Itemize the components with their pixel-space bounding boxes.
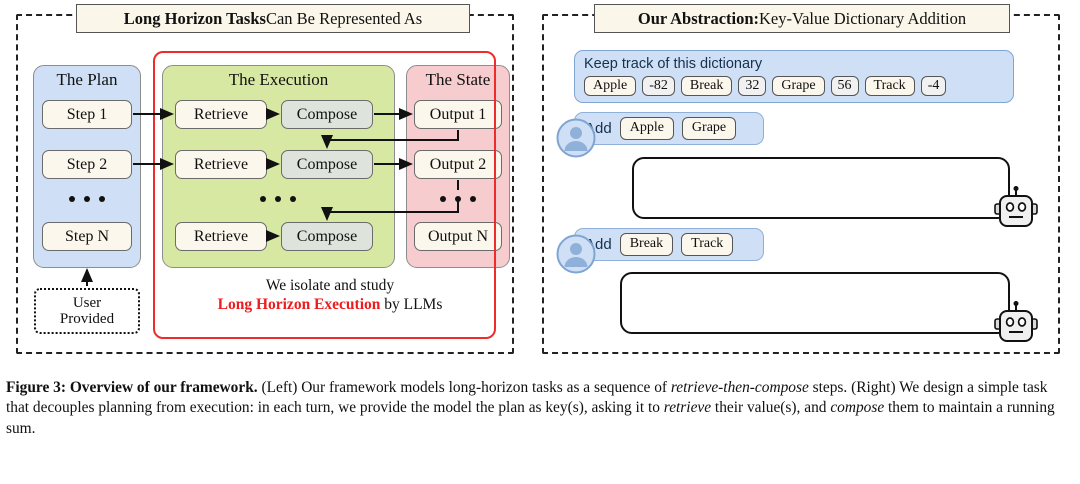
execution-compose-2: Compose [281, 150, 373, 179]
turn-2-bot-bubble [620, 272, 1010, 334]
turn-1-user-bubble: Add Apple Grape [574, 112, 764, 145]
caption-text-4: them to maintain a running sum. [6, 399, 1055, 437]
isolation-note-red: Long Horizon Execution [217, 295, 381, 313]
dict-value-grape: 56 [830, 76, 859, 96]
user-avatar-turn-2 [556, 234, 596, 274]
isolation-note-line1: We isolate and study [265, 277, 395, 294]
isolation-note: We isolate and study Long Horizon Execut… [170, 277, 490, 314]
caption-figure-label: Figure 3: Overview of our framework. [6, 379, 258, 396]
state-ellipsis [414, 193, 502, 205]
robot-avatar-turn-1 [993, 186, 1039, 228]
turn-1-bot-bubble [632, 157, 1010, 219]
caption-italic-1: retrieve-then-compose [670, 379, 809, 396]
dict-key-break: Break [680, 76, 733, 96]
state-output-n: Output N [414, 222, 502, 251]
caption-text-3: their value(s), and [711, 399, 831, 417]
execution-compose-1: Compose [281, 100, 373, 129]
execution-compose-n: Compose [281, 222, 373, 251]
turn-1-key-apple: Apple [619, 117, 674, 140]
left-panel-title-bold: Long Horizon Tasks [123, 8, 266, 28]
user-provided-line-2: Provided [59, 311, 115, 327]
dict-value-apple: -82 [642, 76, 675, 96]
dict-key-grape: Grape [772, 76, 825, 96]
robot-avatar-turn-2 [993, 301, 1039, 343]
user-avatar-turn-1 [556, 118, 596, 158]
turn-1-key-grape: Grape [681, 117, 737, 140]
long-horizon-execution-highlight-box [153, 51, 496, 339]
figure-caption: Figure 3: Overview of our framework. (Le… [6, 378, 1074, 439]
dict-key-track: Track [864, 76, 915, 96]
user-provided-box: User Provided [34, 288, 140, 334]
turn-2-key-track: Track [681, 233, 734, 256]
caption-text-1: (Left) Our framework models long-horizon… [257, 379, 671, 396]
right-panel-title-bold: Our Abstraction: [637, 8, 760, 28]
plan-step-2: Step 2 [42, 150, 132, 179]
dictionary-instruction: Keep track of this dictionary [584, 56, 763, 72]
execution-retrieve-2: Retrieve [175, 150, 267, 179]
right-panel-title-rest: Key-Value Dictionary Addition [759, 8, 967, 28]
caption-italic-2: retrieve [663, 399, 712, 417]
turn-2-key-break: Break [619, 233, 674, 256]
isolation-note-tail: by LLMs [380, 295, 443, 313]
left-panel-title: Long Horizon Tasks Can Be Represented As [76, 4, 470, 33]
left-panel-title-rest: Can Be Represented As [265, 8, 423, 28]
state-group-label: The State [425, 70, 491, 89]
execution-group-label: The Execution [228, 70, 329, 89]
turn-2-user-bubble: Add Break Track [574, 228, 764, 261]
dict-value-track: -4 [920, 76, 947, 96]
dictionary-box: Keep track of this dictionary Apple -82 … [574, 50, 1014, 103]
execution-ellipsis [233, 193, 323, 205]
plan-step-n: Step N [42, 222, 132, 251]
caption-italic-3: compose [830, 399, 885, 417]
plan-ellipsis [42, 193, 132, 205]
dict-key-apple: Apple [584, 76, 637, 96]
plan-step-1: Step 1 [42, 100, 132, 129]
execution-retrieve-1: Retrieve [175, 100, 267, 129]
dict-value-break: 32 [738, 76, 767, 96]
execution-retrieve-n: Retrieve [175, 222, 267, 251]
right-panel-title: Our Abstraction: Key-Value Dictionary Ad… [594, 4, 1010, 33]
user-provided-line-1: User [72, 294, 102, 311]
caption-text-2: steps. (Right) We design a simple task t… [6, 379, 1048, 417]
dictionary-entries: Apple -82 Break 32 Grape 56 Track -4 [584, 76, 1004, 96]
plan-group-label: The Plan [56, 70, 118, 89]
state-output-1: Output 1 [414, 100, 502, 129]
state-output-2: Output 2 [414, 150, 502, 179]
